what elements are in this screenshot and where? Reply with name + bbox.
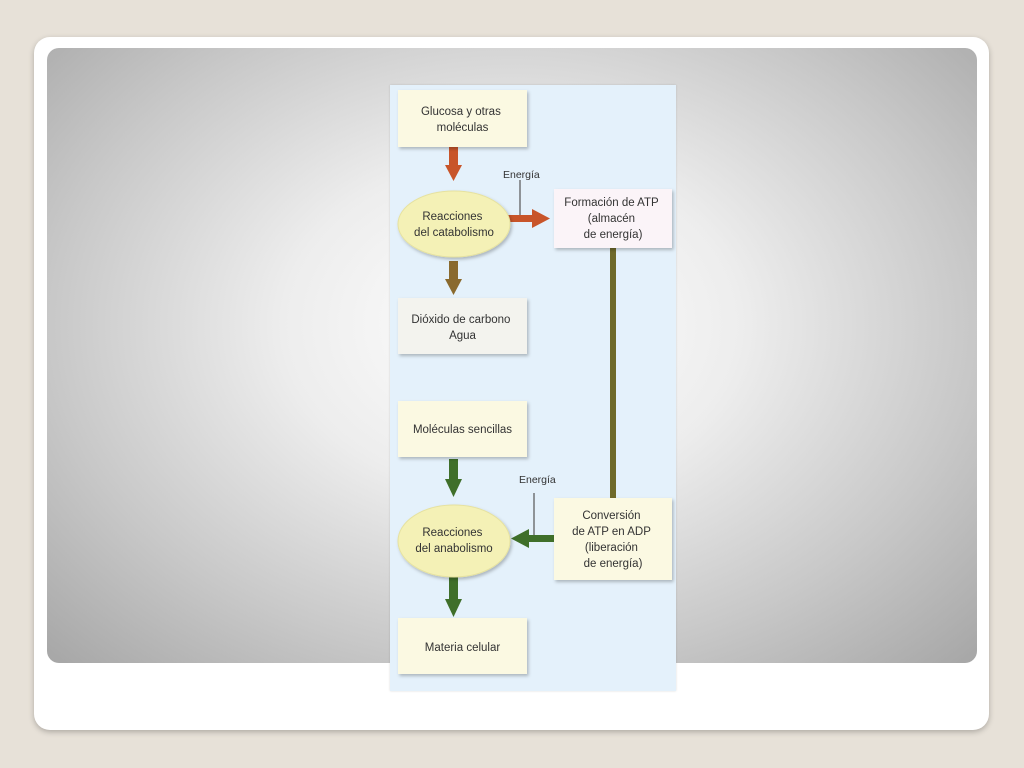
arrow-conversion-to-anabolism bbox=[511, 493, 554, 548]
node-atp-formation-line-1: Formación de ATP bbox=[564, 197, 659, 209]
connector-atp-cycle bbox=[610, 248, 616, 498]
arrow-anabolism-to-cell bbox=[445, 577, 462, 617]
energy-label-top: Energía bbox=[503, 169, 540, 181]
arrow-head bbox=[445, 479, 462, 497]
node-conversion-line-1: Conversión bbox=[582, 510, 640, 522]
arrow-head bbox=[511, 529, 529, 548]
node-conversion-line-2: de ATP en ADP bbox=[572, 526, 651, 538]
node-simple-line-1: Moléculas sencillas bbox=[413, 424, 512, 436]
svg-text:Materia celular: Materia celular bbox=[425, 642, 501, 654]
node-anabolism: Reacciones del anabolismo bbox=[397, 504, 511, 578]
node-anabolism-line-2: del anabolismo bbox=[415, 543, 492, 555]
node-cell-line-1: Materia celular bbox=[425, 642, 501, 654]
svg-text:Dióxido de carbono Agu: Dióxido de carbono Agua bbox=[411, 314, 513, 342]
node-glucose: Glucosa y otras moléculas bbox=[398, 90, 527, 147]
node-atp-conversion: Conversión de ATP en ADP (liberación de … bbox=[554, 498, 672, 580]
arrow-catabolism-to-co2 bbox=[445, 261, 462, 295]
arrow-head bbox=[445, 599, 462, 617]
arrow-shaft bbox=[449, 147, 458, 167]
node-co2-water: Dióxido de carbono Agua bbox=[398, 298, 527, 354]
energy-label-bottom: Energía bbox=[519, 474, 556, 486]
arrow-head bbox=[445, 279, 462, 295]
node-conversion-line-3: (liberación bbox=[585, 542, 638, 554]
node-simple-molecules: Moléculas sencillas bbox=[398, 401, 527, 457]
node-atp-formation-line-3: de energía) bbox=[584, 229, 643, 241]
arrow-shaft bbox=[449, 459, 458, 481]
node-glucose-line-2: moléculas bbox=[437, 122, 489, 134]
arrow-shaft bbox=[508, 215, 534, 222]
arrow-head bbox=[532, 209, 550, 228]
arrow-shaft bbox=[449, 577, 458, 601]
node-catabolism-line-2: del catabolismo bbox=[414, 227, 494, 239]
arrow-shaft bbox=[526, 535, 554, 542]
node-anabolism-line-1: Reacciones bbox=[422, 527, 482, 539]
svg-text:Glucosa y otras molécu: Glucosa y otras moléculas bbox=[421, 106, 504, 134]
node-glucose-line-1: Glucosa y otras bbox=[421, 106, 501, 118]
node-cell-matter: Materia celular bbox=[398, 618, 527, 674]
svg-text:Reacciones del catabol: Reacciones del catabolismo bbox=[414, 211, 494, 239]
metabolism-diagram: Glucosa y otras moléculas Reacciones del… bbox=[390, 85, 676, 691]
node-atp-formation-line-2: (almacén bbox=[588, 213, 635, 225]
node-catabolism: Reacciones del catabolismo bbox=[397, 190, 511, 258]
diagram-canvas: Glucosa y otras moléculas Reacciones del… bbox=[397, 90, 672, 674]
arrow-shaft bbox=[449, 261, 458, 281]
svg-text:Reacciones del anaboli: Reacciones del anabolismo bbox=[415, 527, 492, 555]
svg-text:Formación de ATP (alma: Formación de ATP (almacén de energía) bbox=[564, 197, 661, 241]
svg-text:Conversión de ATP en A: Conversión de ATP en ADP (liberación de … bbox=[572, 510, 654, 570]
node-catabolism-line-1: Reacciones bbox=[422, 211, 482, 223]
arrow-catabolism-to-atp bbox=[508, 180, 550, 228]
arrow-glucose-to-catabolism bbox=[445, 147, 462, 181]
node-conversion-line-4: de energía) bbox=[584, 558, 643, 570]
node-atp-formation: Formación de ATP (almacén de energía) bbox=[554, 189, 672, 248]
svg-text:Moléculas sencillas: Moléculas sencillas bbox=[413, 424, 512, 436]
node-co2-line-2: Agua bbox=[449, 330, 476, 342]
arrow-simple-to-anabolism bbox=[445, 459, 462, 497]
arrow-head bbox=[445, 165, 462, 181]
node-co2-line-1: Dióxido de carbono bbox=[411, 314, 510, 326]
